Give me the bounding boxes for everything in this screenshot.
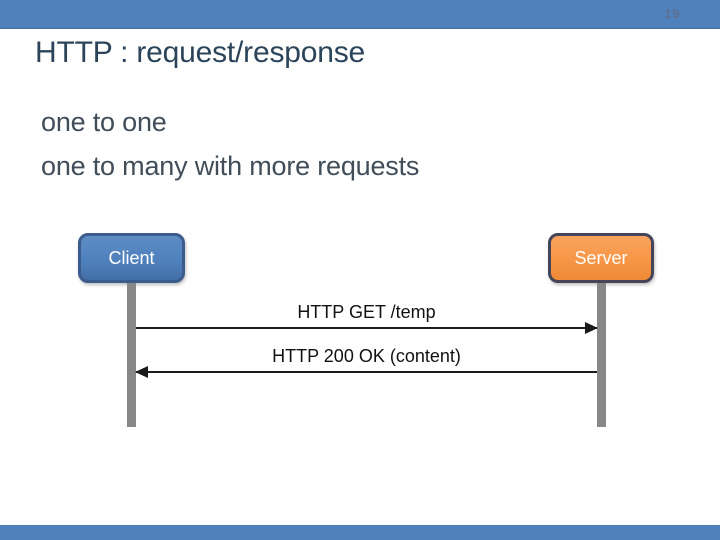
server-node-label: Server	[574, 247, 628, 268]
bottom-bar	[0, 525, 720, 540]
arrowhead-right-icon	[585, 322, 598, 334]
response-arrow	[135, 366, 597, 378]
body-line-2: one to many with more requests	[41, 151, 420, 181]
response-label: HTTP 200 OK (content)	[272, 346, 461, 366]
arrowhead-left-icon	[135, 366, 148, 378]
request-arrow	[136, 322, 598, 334]
client-node: Client	[78, 233, 185, 283]
page-number: 19	[664, 6, 680, 21]
request-label: HTTP GET /temp	[297, 302, 436, 322]
slide-title: HTTP : request/response	[35, 36, 365, 69]
client-lifeline	[127, 283, 136, 427]
top-bar: 19	[0, 0, 720, 29]
server-node: Server	[548, 233, 654, 283]
body-line-1: one to one	[41, 107, 167, 137]
server-lifeline	[597, 283, 606, 427]
client-node-label: Client	[108, 247, 155, 268]
